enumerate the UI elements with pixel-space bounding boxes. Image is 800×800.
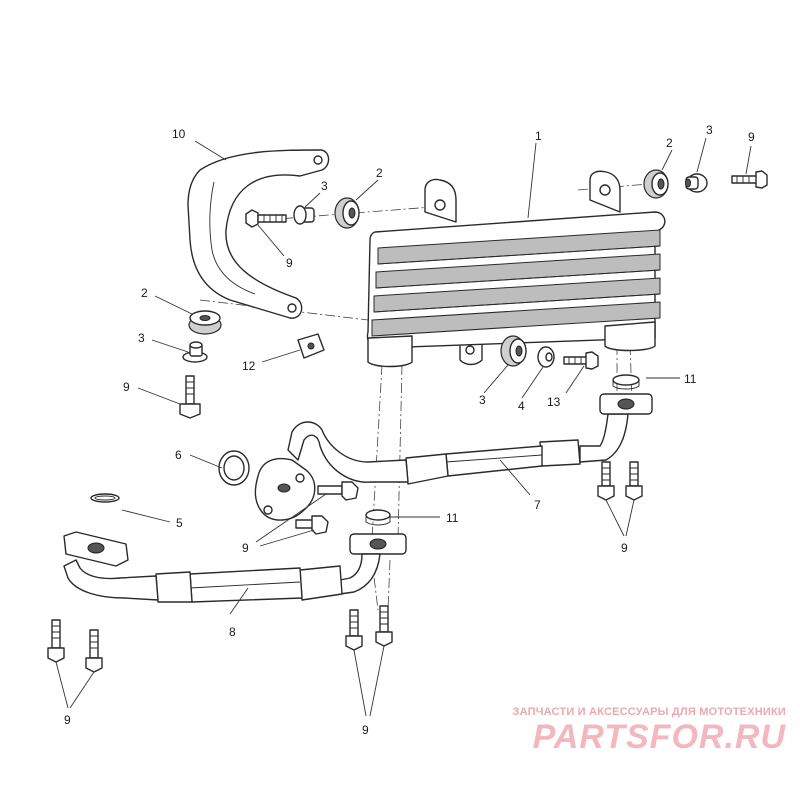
callout-9-pair-right: 9 bbox=[621, 541, 628, 555]
rubber-grommet-lower-left bbox=[188, 310, 222, 335]
watermark-tagline: ЗАПЧАСТИ И АКСЕССУАРЫ ДЛЯ МОТОТЕХНИКИ bbox=[512, 706, 786, 718]
callout-9-right: 9 bbox=[748, 130, 755, 144]
callout-9-flange: 9 bbox=[242, 541, 249, 555]
bolt-pair-lower-centre bbox=[345, 605, 393, 651]
collar-upper-right bbox=[685, 173, 708, 193]
collar-upper-mid bbox=[293, 205, 315, 225]
o-ring-large bbox=[218, 450, 250, 486]
callout-1: 1 bbox=[535, 129, 542, 143]
callout-12: 12 bbox=[242, 359, 256, 373]
bolt-bracket-upper bbox=[245, 209, 287, 228]
collar-lower-left bbox=[182, 341, 208, 363]
callout-2-left: 2 bbox=[141, 286, 148, 300]
callout-3-lower: 3 bbox=[479, 393, 486, 407]
bolt-13 bbox=[563, 351, 599, 370]
callout-8: 8 bbox=[229, 625, 236, 639]
callout-3-right: 3 bbox=[706, 123, 713, 137]
bolt-pair-lower-left bbox=[47, 619, 103, 673]
callout-3-left: 3 bbox=[138, 331, 145, 345]
oil-pipe-lower bbox=[63, 531, 407, 603]
callout-4: 4 bbox=[518, 399, 525, 413]
callout-9-lower-centre: 9 bbox=[362, 723, 369, 737]
o-ring-lower bbox=[365, 509, 391, 526]
bolt-upper-right bbox=[731, 170, 768, 189]
o-ring-upper bbox=[612, 374, 640, 390]
o-ring-small bbox=[90, 493, 120, 503]
bolt-pair-flange bbox=[295, 481, 359, 535]
callout-2-top: 2 bbox=[376, 166, 383, 180]
rubber-grommet-upper-right bbox=[643, 169, 669, 199]
callout-11-upper: 11 bbox=[684, 372, 697, 386]
callout-2-right: 2 bbox=[666, 136, 673, 150]
rubber-grommet-upper-mid bbox=[334, 197, 360, 229]
callout-11-lower: 11 bbox=[446, 511, 459, 525]
callout-10: 10 bbox=[172, 127, 186, 141]
washer bbox=[537, 346, 555, 368]
callout-5: 5 bbox=[176, 516, 183, 530]
watermark: ЗАПЧАСТИ И АКСЕССУАРЫ ДЛЯ МОТОТЕХНИКИ PA… bbox=[513, 706, 786, 756]
oil-pipe-upper bbox=[254, 393, 653, 521]
callout-9-bracket: 9 bbox=[286, 256, 293, 270]
clip-nut bbox=[297, 333, 325, 359]
callout-7: 7 bbox=[534, 498, 541, 512]
bolt-pair-upper-right bbox=[597, 461, 643, 501]
mounting-bracket bbox=[187, 149, 330, 319]
callout-13: 13 bbox=[547, 395, 561, 409]
rubber-grommet-lower-mid bbox=[500, 335, 527, 367]
callout-9-lower-left: 9 bbox=[64, 713, 71, 727]
callout-numbers: 1 2 2 2 3 3 3 3 4 5 6 7 8 9 9 9 9 9 9 9 … bbox=[64, 123, 755, 737]
callout-6: 6 bbox=[175, 448, 182, 462]
bolt-lower-left bbox=[179, 375, 201, 419]
callout-3-top: 3 bbox=[321, 179, 328, 193]
callout-9-left: 9 bbox=[123, 380, 130, 394]
oil-cooler bbox=[366, 170, 666, 368]
watermark-brand-logo: PARTSFOR.RU bbox=[532, 718, 786, 756]
leader-lines bbox=[55, 137, 752, 717]
